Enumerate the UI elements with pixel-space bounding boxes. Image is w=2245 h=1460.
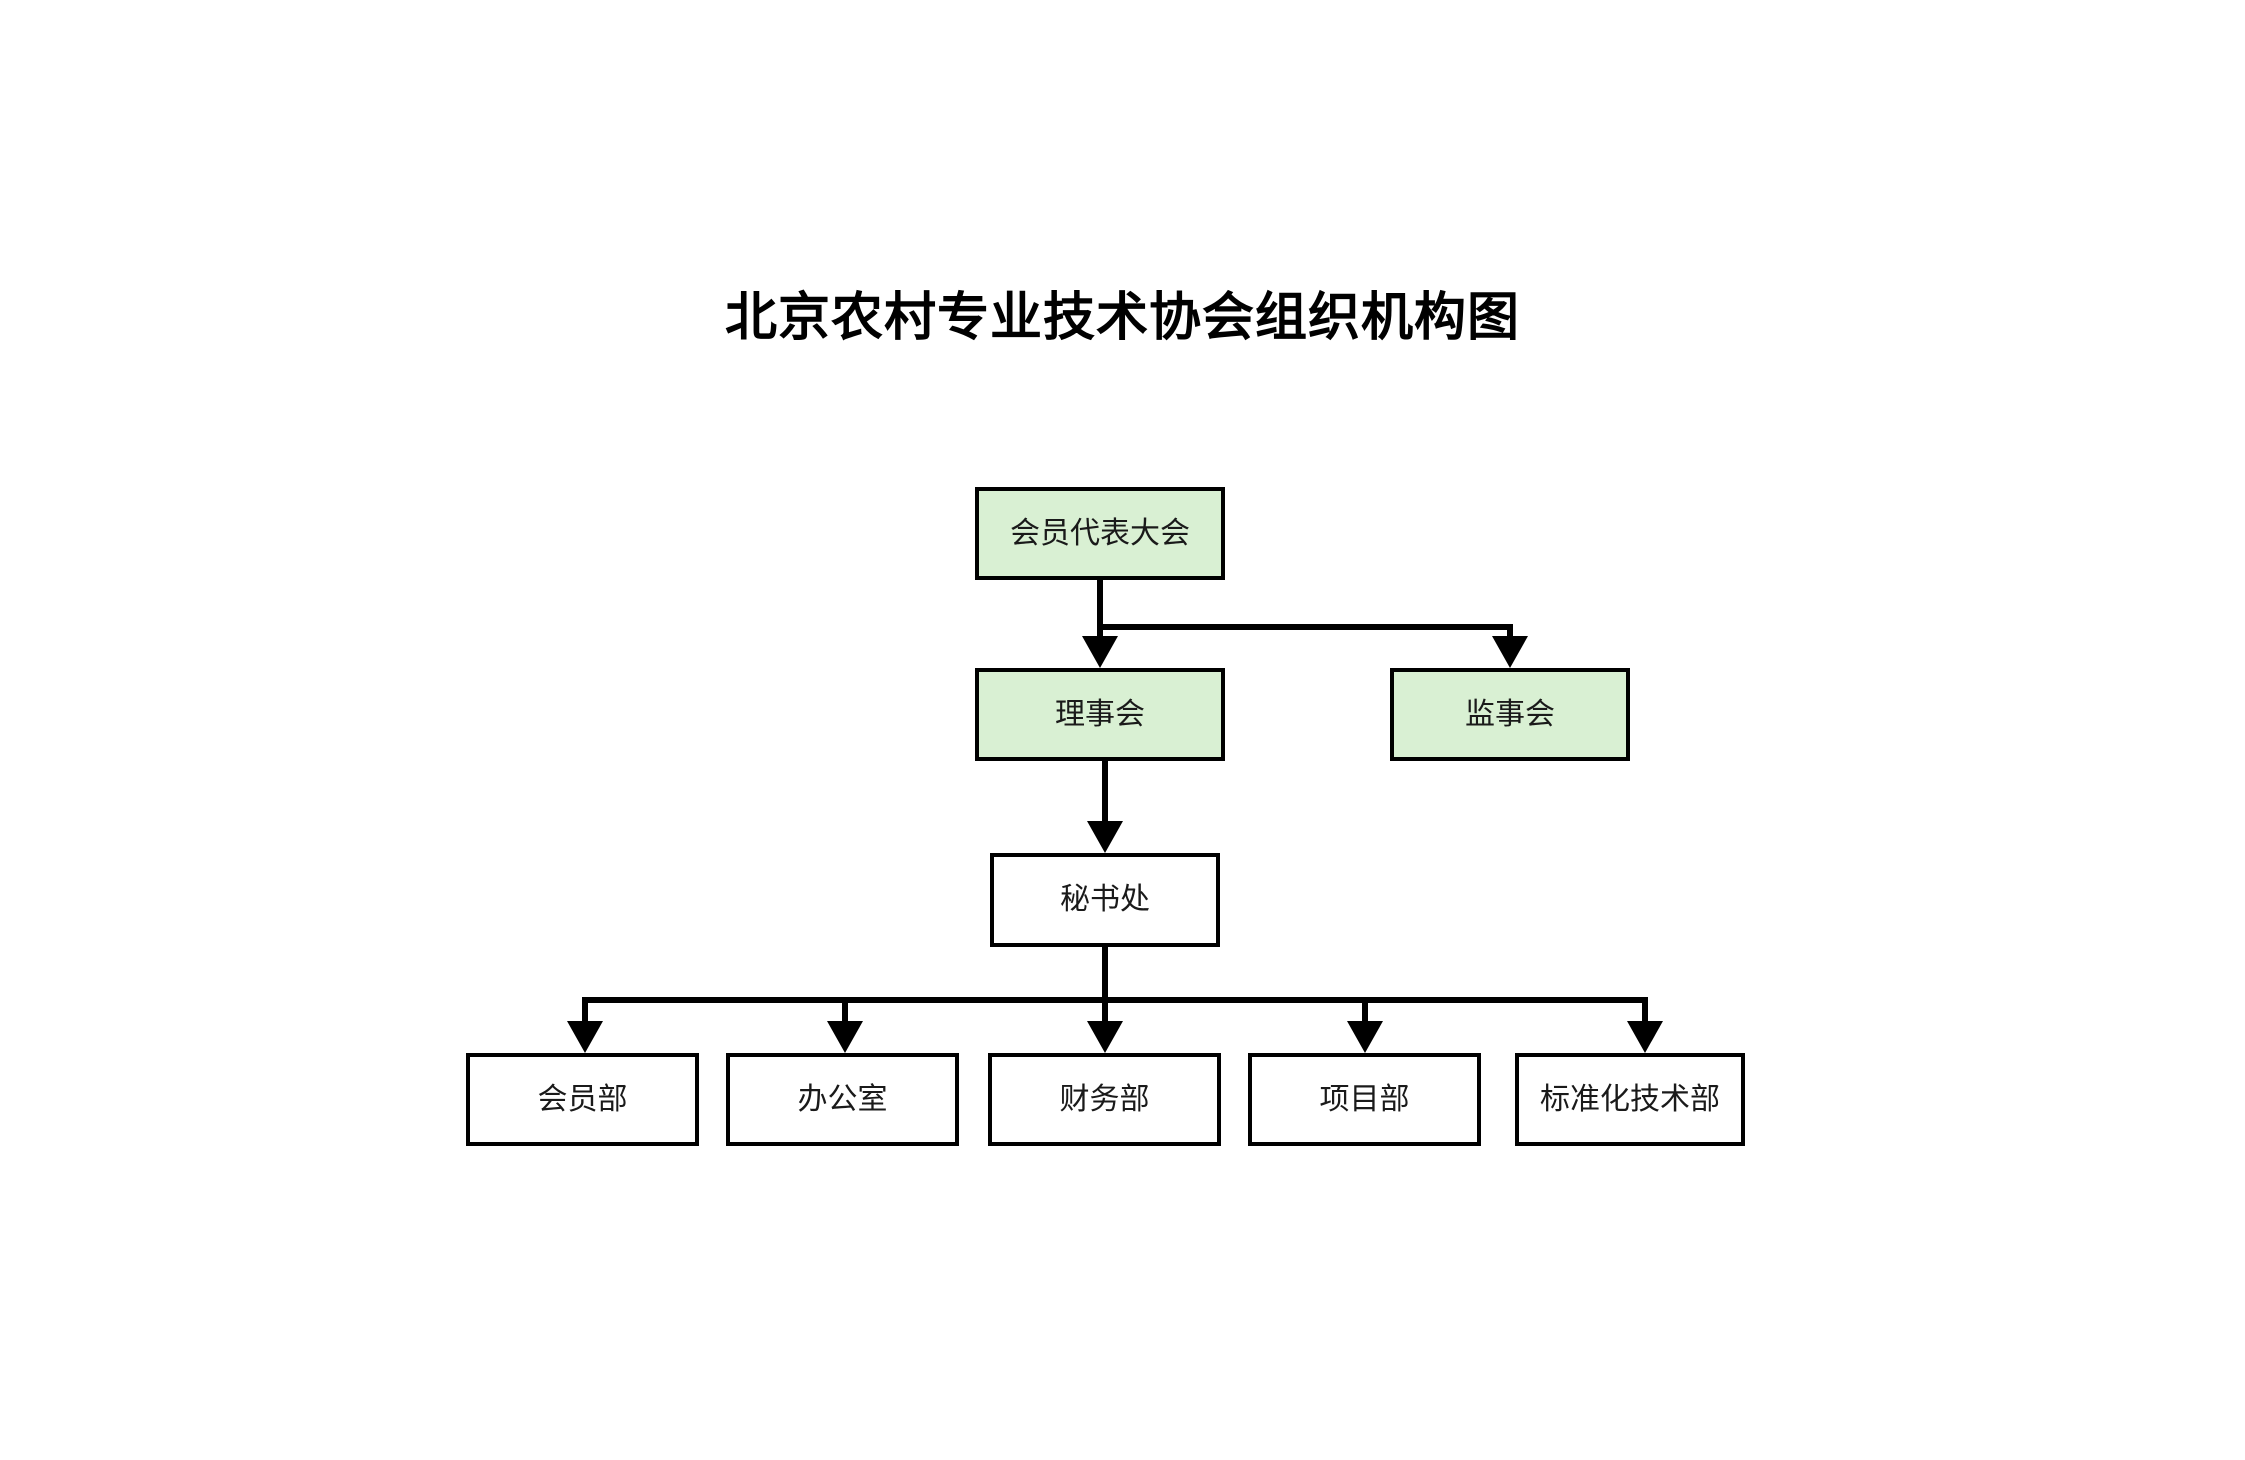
node-project-dept[interactable]: 项目部	[1248, 1053, 1481, 1146]
node-congress[interactable]: 会员代表大会	[975, 487, 1225, 580]
node-membership-dept-label: 会员部	[537, 1081, 628, 1117]
node-office[interactable]: 办公室	[726, 1053, 959, 1146]
node-board-label: 理事会	[1055, 696, 1145, 732]
node-supervisors[interactable]: 监事会	[1390, 668, 1630, 761]
node-office-label: 办公室	[797, 1081, 888, 1117]
node-finance-dept-label: 财务部	[1059, 1081, 1150, 1117]
node-congress-label: 会员代表大会	[1010, 515, 1190, 551]
page-title: 北京农村专业技术协会组织机构图	[724, 287, 1520, 348]
node-secretariat-label: 秘书处	[1060, 882, 1150, 917]
node-finance-dept[interactable]: 财务部	[988, 1053, 1221, 1146]
node-secretariat[interactable]: 秘书处	[990, 853, 1220, 947]
node-membership-dept[interactable]: 会员部	[466, 1053, 699, 1146]
node-standards-tech-dept-label: 标准化技术部	[1540, 1081, 1720, 1117]
node-board[interactable]: 理事会	[975, 668, 1225, 761]
node-standards-tech-dept[interactable]: 标准化技术部	[1515, 1053, 1745, 1146]
node-supervisors-label: 监事会	[1465, 696, 1555, 732]
node-project-dept-label: 项目部	[1319, 1081, 1410, 1117]
